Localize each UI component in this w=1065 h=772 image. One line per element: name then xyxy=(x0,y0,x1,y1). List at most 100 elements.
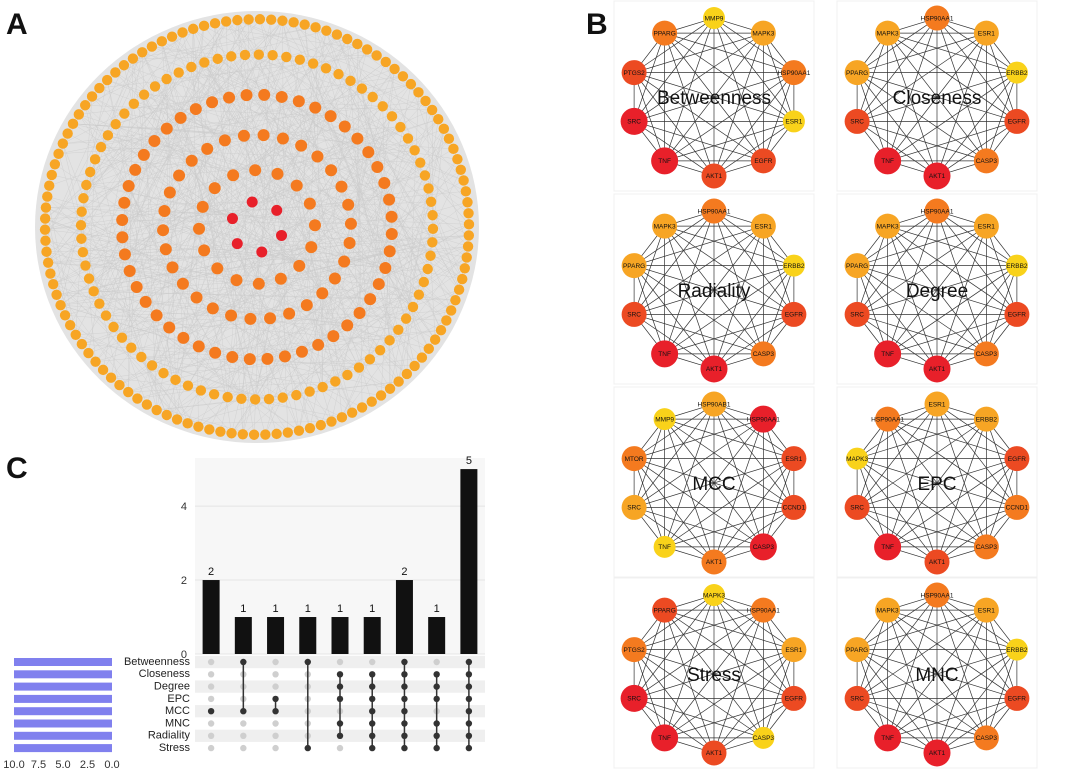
network-node xyxy=(40,235,51,246)
gene-node: AKT1 xyxy=(924,549,950,575)
network-edges xyxy=(856,210,1018,370)
gene-node: SRC xyxy=(620,107,648,135)
network-node xyxy=(258,88,271,101)
set-size-bar xyxy=(14,744,112,753)
network-frame xyxy=(613,386,815,578)
network-node xyxy=(324,110,337,123)
gene-node-circle xyxy=(846,447,869,470)
network-node xyxy=(170,374,181,386)
gene-node: MAPK3 xyxy=(875,213,901,239)
network-node xyxy=(294,54,306,65)
network-node xyxy=(416,352,428,363)
network-node xyxy=(261,352,274,365)
network-title: MNC xyxy=(915,665,958,686)
gene-node-label: PPARG xyxy=(846,70,868,77)
gene-node: EGFR xyxy=(750,148,776,174)
network-node xyxy=(64,319,76,331)
network-node xyxy=(150,309,163,322)
gene-node-label: SRC xyxy=(850,505,864,512)
gene-node-label: CASP3 xyxy=(753,544,775,551)
network-node xyxy=(308,219,321,232)
gene-node-circle xyxy=(653,408,676,431)
intersection-bar-label: 2 xyxy=(208,566,214,578)
network-node xyxy=(362,146,375,159)
gene-node-circle xyxy=(875,597,901,623)
network-node xyxy=(423,183,434,194)
gene-node: MTOR xyxy=(621,446,647,472)
network-node xyxy=(353,307,366,320)
network-node xyxy=(463,230,475,241)
network-node xyxy=(90,356,101,367)
network-node xyxy=(264,312,277,325)
matrix-dot-off xyxy=(336,658,344,666)
matrix-dot-off xyxy=(240,744,247,752)
set-label: Betweenness xyxy=(124,656,191,668)
y-tick-label: 2 xyxy=(181,575,187,587)
gene-node-label: ESR1 xyxy=(785,647,802,654)
network-node xyxy=(275,90,288,103)
gene-node-label: MMP9 xyxy=(705,15,724,22)
network-node xyxy=(458,175,469,186)
network-node xyxy=(136,351,147,363)
network-degree: DegreeHSP90AA1ESR1ERBB2EGFRCASP3AKT1TNFS… xyxy=(836,193,1038,385)
network-node xyxy=(159,243,172,256)
gene-node-circle xyxy=(621,446,647,472)
network-node xyxy=(102,130,114,141)
gene-node: CASP3 xyxy=(973,341,999,367)
network-node xyxy=(311,150,324,163)
gene-node-label: MTOR xyxy=(625,456,644,463)
gene-node: HSP90AB1 xyxy=(698,391,731,417)
network-node xyxy=(309,101,322,114)
gene-node: SRC xyxy=(844,301,870,327)
network-node xyxy=(461,252,472,263)
gene-node-circle xyxy=(973,534,999,560)
gene-node-label: EGFR xyxy=(1008,696,1026,703)
network-node xyxy=(448,143,459,155)
gene-node-circle xyxy=(652,597,678,623)
set-size-bar xyxy=(14,707,112,716)
network-frame xyxy=(836,193,1038,385)
network-node xyxy=(271,167,284,180)
network-node xyxy=(186,61,197,73)
gene-node: ESR1 xyxy=(781,446,807,472)
network-node xyxy=(132,393,143,404)
network-node xyxy=(101,74,113,86)
matrix-dot-off xyxy=(433,658,440,666)
gene-node: EGFR xyxy=(1004,446,1030,472)
network-node xyxy=(83,273,95,284)
matrix-dot-off xyxy=(272,720,279,727)
gene-node-circle xyxy=(620,684,648,712)
network-node xyxy=(281,51,292,63)
set-size-tick-label: 7.5 xyxy=(31,759,46,771)
matrix-dot-off xyxy=(207,744,215,752)
gene-node-circle xyxy=(874,724,902,752)
gene-node-label: AKT1 xyxy=(706,366,723,373)
network-node xyxy=(171,414,183,425)
gene-node-label: MAPK3 xyxy=(877,223,899,230)
gene-node-label: MMP9 xyxy=(655,416,674,423)
gene-node: EGFR xyxy=(1004,301,1030,327)
network-node xyxy=(304,386,315,397)
network-node xyxy=(177,27,188,38)
network-node xyxy=(160,122,173,135)
matrix-dot-off xyxy=(207,658,215,666)
network-node xyxy=(252,277,265,290)
network-node xyxy=(462,197,473,208)
gene-node: MAPK3 xyxy=(750,20,776,46)
gene-node: TNF xyxy=(874,724,902,752)
gene-node: MAPK3 xyxy=(875,20,901,46)
network-node xyxy=(366,396,377,407)
gene-node-label: EGFR xyxy=(1008,119,1026,126)
network-node xyxy=(67,118,79,130)
network-node xyxy=(116,332,128,343)
network-node xyxy=(77,247,89,258)
gene-node-circle xyxy=(781,494,807,520)
network-node xyxy=(198,244,211,257)
network-node xyxy=(267,50,278,61)
network-node xyxy=(317,381,328,393)
network-node xyxy=(338,120,351,133)
gene-node-label: ESR1 xyxy=(755,223,772,230)
gene-node-label: AKT1 xyxy=(929,750,946,757)
network-node xyxy=(83,347,94,359)
